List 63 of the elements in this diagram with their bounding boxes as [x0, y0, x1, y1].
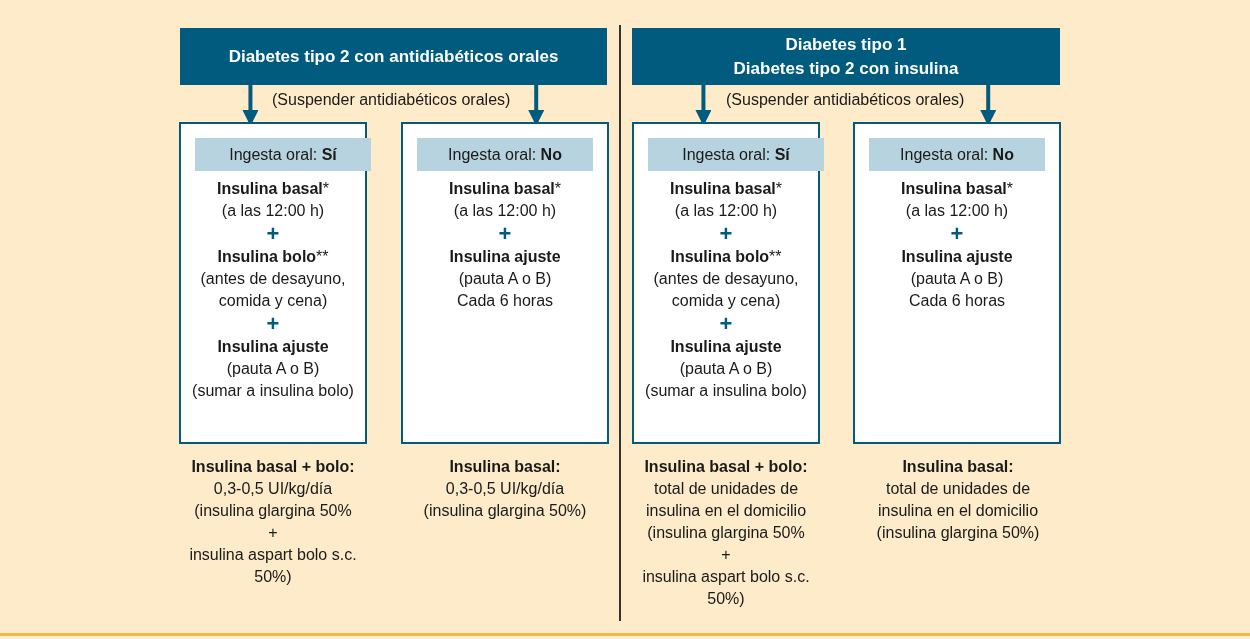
- dose-text: Insulina ajuste: [669, 337, 783, 357]
- dose-note: Insulina basal:: [448, 457, 562, 477]
- condition-text: Ingesta oral: Sí: [228, 145, 338, 165]
- dose-note: Insulina basal + bolo:: [190, 457, 356, 477]
- header-box: [180, 28, 607, 85]
- dose-text: (a las 12:00 h): [673, 201, 779, 221]
- treatment-box: [853, 122, 1061, 444]
- dose-text: Insulina bolo**: [216, 247, 330, 267]
- plus-sign: +: [497, 222, 513, 246]
- note-text: (Suspender antidiabéticos orales): [726, 91, 965, 109]
- dose-note: 0,3-0,5 UI/kg/día: [444, 479, 566, 499]
- dose-note: Insulina basal:: [901, 457, 1015, 477]
- note-text: (Suspender antidiabéticos orales): [272, 91, 511, 109]
- dose-text: (a las 12:00 h): [452, 201, 558, 221]
- dose-text: Cada 6 horas: [907, 291, 1007, 311]
- dose-text: Insulina basal*: [668, 179, 783, 199]
- dose-text: (a las 12:00 h): [220, 201, 326, 221]
- dose-text: (pauta A o B): [678, 359, 774, 379]
- dose-text: Cada 6 horas: [455, 291, 555, 311]
- dose-note: (insulina glargina 50%: [646, 523, 806, 543]
- dose-note: 0,3-0,5 UI/kg/día: [212, 479, 334, 499]
- treatment-box: [401, 122, 609, 444]
- header-text: Diabetes tipo 2 con antidiabéticos orales: [227, 45, 560, 68]
- plus-sign: +: [718, 312, 734, 336]
- dose-text: (pauta A o B): [457, 269, 553, 289]
- condition-band: [648, 138, 824, 171]
- condition-band: [417, 138, 593, 171]
- dose-note: insulina aspart bolo s.c. 50%): [188, 545, 358, 587]
- dose-note: total de unidades de insulina en el domicilio: [876, 479, 1040, 521]
- dose-text: (antes de desayuno, comida y cena): [652, 269, 800, 311]
- dose-text: Insulina basal*: [215, 179, 330, 199]
- dose-note: Insulina basal + bolo:: [643, 457, 809, 477]
- condition-text: Ingesta oral: No: [899, 145, 1015, 165]
- dose-text: Insulina basal*: [447, 179, 562, 199]
- condition-text: Ingesta oral: Sí: [681, 145, 791, 165]
- header-box: [632, 28, 1060, 85]
- dose-text: (sumar a insulina bolo): [191, 381, 355, 401]
- plus-sign: +: [949, 222, 965, 246]
- dose-note: +: [720, 545, 732, 565]
- dose-note: (insulina glargina 50%: [193, 501, 353, 521]
- plus-sign: +: [718, 222, 734, 246]
- dose-note: +: [267, 523, 279, 543]
- dose-note: (insulina glargina 50%): [422, 501, 588, 521]
- plus-sign: +: [265, 312, 281, 336]
- dose-text: (pauta A o B): [225, 359, 321, 379]
- header-text: Diabetes tipo 1: [784, 33, 908, 56]
- dose-note: total de unidades de insulina en el domicilio: [644, 479, 808, 521]
- dose-text: Insulina bolo**: [669, 247, 783, 267]
- dose-note: (insulina glargina 50%): [875, 523, 1041, 543]
- dose-text: Insulina ajuste: [216, 337, 330, 357]
- dose-text: (sumar a insulina bolo): [644, 381, 808, 401]
- dose-text: Insulina ajuste: [900, 247, 1014, 267]
- dose-text: (antes de desayuno, comida y cena): [199, 269, 347, 311]
- header-text: Diabetes tipo 2 con insulina: [732, 57, 960, 80]
- condition-band: [869, 138, 1045, 171]
- dose-text: (a las 12:00 h): [904, 201, 1010, 221]
- dose-note: insulina aspart bolo s.c. 50%): [641, 567, 811, 609]
- plus-sign: +: [265, 222, 281, 246]
- condition-band: [195, 138, 371, 171]
- dose-text: (pauta A o B): [909, 269, 1005, 289]
- dose-text: Insulina basal*: [899, 179, 1014, 199]
- dose-text: Insulina ajuste: [448, 247, 562, 267]
- condition-text: Ingesta oral: No: [447, 145, 563, 165]
